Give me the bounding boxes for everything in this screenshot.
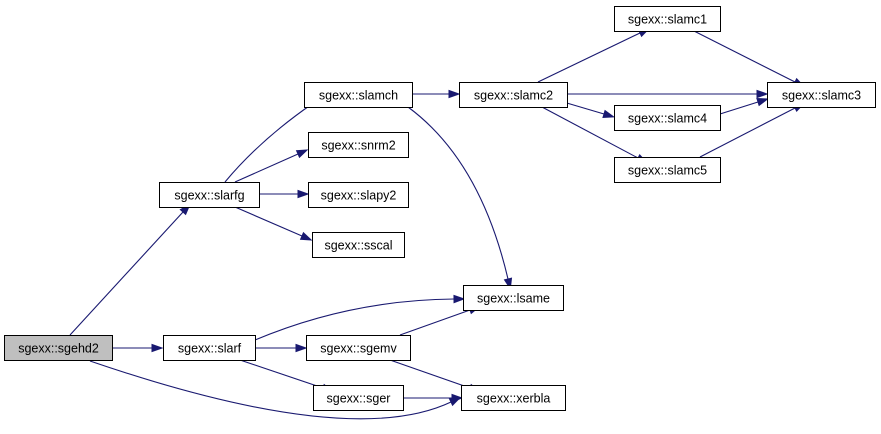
node-label: sgexx::snrm2	[321, 139, 395, 153]
edge-sgehd2-to-slarf	[112, 343, 164, 353]
node-label: sgexx::slarf	[178, 342, 242, 356]
edge-sger-to-xerbla	[403, 393, 464, 403]
node-box	[313, 385, 404, 411]
node-slamc1[interactable]: sgexx::slamc1	[614, 6, 721, 32]
node-box	[308, 182, 409, 208]
node-box	[463, 285, 564, 311]
edge-slamch-to-slamc2	[412, 89, 461, 99]
node-slamc3[interactable]: sgexx::slamc3	[767, 82, 876, 108]
edge-slamc2-to-slamc1	[537, 28, 651, 83]
node-slamc2[interactable]: sgexx::slamc2	[459, 82, 568, 108]
node-slamc5[interactable]: sgexx::slamc5	[614, 157, 721, 183]
node-box	[306, 335, 411, 361]
node-lsame[interactable]: sgexx::lsame	[463, 285, 564, 311]
edge-slamc2-to-slamc3	[567, 89, 769, 99]
node-label: sgexx::slamc5	[628, 164, 707, 178]
edge-slarfg-to-slamch	[224, 97, 322, 183]
edge-slamch-to-lsame	[407, 106, 513, 291]
node-box	[4, 335, 113, 361]
edge-slarfg-to-sscal	[234, 206, 313, 241]
edge-sgehd2-to-xerbla	[89, 360, 462, 420]
edge-slamc4-to-slamc3	[719, 98, 769, 115]
edge-slamc1-to-slamc3	[693, 30, 806, 88]
edge-slamc2-to-slamc4	[559, 100, 616, 118]
node-box	[614, 6, 721, 32]
node-box	[312, 232, 405, 258]
node-box	[614, 105, 721, 131]
edge-slarfg-to-slapy2	[259, 189, 310, 199]
node-box	[163, 335, 256, 361]
node-label: sgexx::sscal	[324, 239, 392, 253]
node-box	[159, 182, 260, 208]
node-slamch[interactable]: sgexx::slamch	[304, 82, 413, 108]
node-slamc4[interactable]: sgexx::slamc4	[614, 105, 721, 131]
arrowhead	[756, 89, 769, 99]
edge-slarfg-to-snrm2	[234, 149, 309, 183]
node-sgehd2[interactable]: sgexx::sgehd2	[4, 335, 113, 361]
node-label: sgexx::lsame	[477, 292, 550, 306]
edge-sgehd2-to-slarfg	[69, 203, 191, 336]
node-xerbla[interactable]: sgexx::xerbla	[461, 385, 566, 411]
arrowhead	[295, 343, 308, 353]
arrowhead	[151, 343, 164, 353]
node-box	[308, 132, 409, 158]
node-label: sgexx::xerbla	[477, 392, 551, 406]
node-box	[459, 82, 568, 108]
node-box	[614, 157, 721, 183]
node-label: sgexx::slamc2	[474, 89, 553, 103]
node-box	[304, 82, 413, 108]
node-label: sgexx::slapy2	[321, 189, 397, 203]
arrowhead	[295, 149, 309, 159]
node-sscal[interactable]: sgexx::sscal	[312, 232, 405, 258]
edge-slarf-to-sgemv	[255, 343, 308, 353]
node-label: sgexx::slarfg	[174, 189, 244, 203]
node-slarf[interactable]: sgexx::slarf	[163, 335, 256, 361]
node-label: sgexx::slamc4	[628, 112, 707, 126]
nodes-layer: sgexx::sgehd2sgexx::slarfgsgexx::slarfsg…	[4, 6, 876, 411]
node-slarfg[interactable]: sgexx::slarfg	[159, 182, 260, 208]
arrowhead	[756, 98, 769, 107]
node-label: sgexx::slamc1	[628, 13, 707, 27]
node-sger[interactable]: sgexx::sger	[313, 385, 404, 411]
arrowhead	[451, 393, 464, 403]
node-label: sgexx::sgehd2	[18, 342, 99, 356]
node-label: sgexx::sgemv	[320, 342, 397, 356]
node-label: sgexx::slamch	[319, 89, 398, 103]
node-slapy2[interactable]: sgexx::slapy2	[308, 182, 409, 208]
arrowhead	[448, 89, 461, 99]
node-label: sgexx::sger	[327, 392, 391, 406]
arrowhead	[297, 189, 310, 199]
node-box	[767, 82, 876, 108]
edge-slarf-to-lsame	[254, 294, 466, 341]
node-box	[461, 385, 566, 411]
node-snrm2[interactable]: sgexx::snrm2	[308, 132, 409, 158]
arrowhead	[453, 294, 466, 304]
arrowhead	[299, 231, 313, 241]
node-label: sgexx::slamc3	[782, 89, 861, 103]
arrowhead	[602, 109, 616, 118]
node-sgemv[interactable]: sgexx::sgemv	[306, 335, 411, 361]
